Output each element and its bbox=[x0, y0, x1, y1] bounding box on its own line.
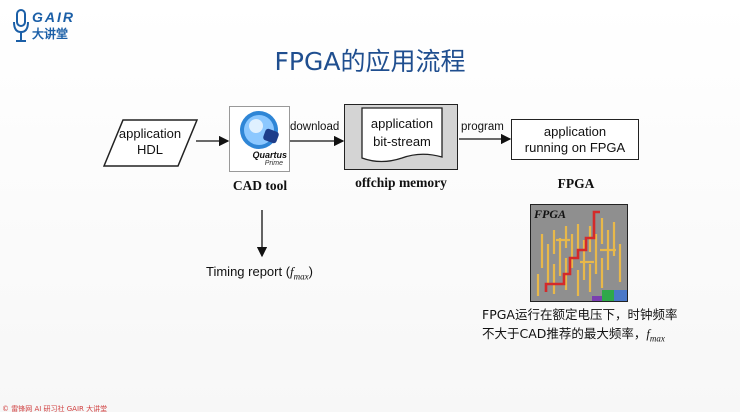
timing-report-suffix: ) bbox=[308, 264, 314, 279]
bitstream-line2: bit-stream bbox=[373, 134, 431, 149]
note-line2-text: 不大于CAD推荐的最大频率， bbox=[482, 326, 647, 341]
page-title: FPGA的应用流程 bbox=[274, 47, 466, 76]
hdl-parallelogram bbox=[103, 119, 198, 167]
timing-report-f: f bbox=[290, 264, 294, 279]
quartus-subname: Prime bbox=[264, 160, 283, 167]
brand-name: GAIR bbox=[32, 9, 75, 25]
timing-report-sub: max bbox=[293, 271, 309, 282]
footer-watermark: © 雷锋网 AI 研习社 GAIR 大讲堂 bbox=[2, 405, 108, 413]
program-label: program bbox=[461, 121, 504, 133]
timing-report: Timing report (fmax) bbox=[206, 264, 313, 282]
fpga-routing-image: FPGA bbox=[530, 204, 628, 302]
offchip-memory-caption: offchip memory bbox=[355, 175, 447, 190]
bitstream-label: application bit-stream bbox=[361, 115, 443, 151]
brand-subtitle: 大讲堂 bbox=[32, 27, 69, 41]
quartus-logo-icon bbox=[229, 106, 290, 172]
cad-tool-caption: CAD tool bbox=[232, 178, 288, 193]
fpga-run-line2: running on FPGA bbox=[524, 139, 626, 155]
hdl-label: application HDL bbox=[118, 126, 182, 158]
note-fmax-sub: max bbox=[649, 333, 665, 344]
bitstream-line1: application bbox=[370, 116, 434, 131]
note-line2: 不大于CAD推荐的最大频率，fmax bbox=[482, 324, 732, 349]
timing-report-prefix: Timing report ( bbox=[206, 264, 291, 279]
fpga-run-line1: application bbox=[543, 123, 607, 139]
fpga-note: FPGA运行在额定电压下，时钟频率 不大于CAD推荐的最大频率，fmax bbox=[482, 305, 732, 349]
quartus-name: Quartus bbox=[252, 150, 287, 160]
fpga-image-label: FPGA bbox=[533, 207, 566, 221]
critical-path-route bbox=[544, 210, 600, 292]
hdl-line2: HDL bbox=[136, 142, 163, 157]
hdl-line1: application bbox=[118, 126, 182, 141]
bitstream-document bbox=[361, 107, 443, 163]
fpga-caption: FPGA bbox=[557, 176, 595, 191]
note-line1: FPGA运行在额定电压下，时钟频率 bbox=[482, 307, 678, 322]
note-fmax-f: f bbox=[646, 327, 650, 341]
microphone-logo-icon bbox=[13, 9, 29, 42]
download-label: download bbox=[290, 121, 340, 133]
fpga-run-box: application running on FPGA bbox=[511, 119, 639, 160]
